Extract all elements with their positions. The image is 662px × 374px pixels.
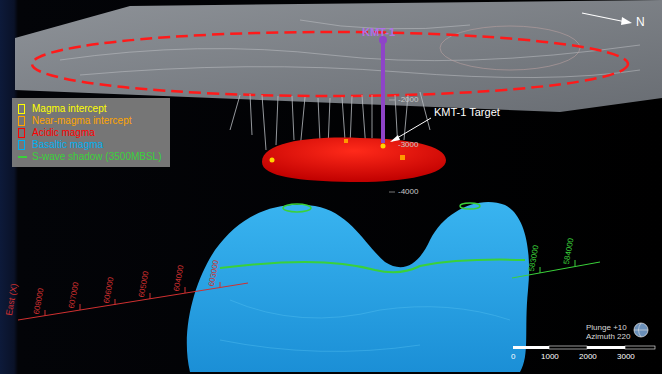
- magma-intercept: [381, 144, 386, 149]
- north-label: N: [636, 16, 645, 30]
- mesh-shading: [220, 300, 510, 351]
- axis-tick-label: 605000: [137, 270, 151, 298]
- axis-title: East (X): [4, 283, 20, 317]
- legend-text: Acidic magma: [32, 127, 95, 138]
- s-wave-shadow-line: [220, 260, 525, 273]
- axis-tick-label: 583000: [527, 244, 541, 272]
- orientation-globe: [634, 323, 648, 337]
- scale-bar: [513, 346, 655, 349]
- axis-tick-label: 607000: [67, 281, 81, 309]
- near-magma-intercept: [344, 139, 348, 143]
- depth-label: -2000: [398, 95, 418, 104]
- scale-label: 2000: [579, 352, 597, 361]
- legend-text: Near-magma intercept: [32, 115, 131, 126]
- scale-label: 1000: [541, 352, 559, 361]
- legend-text: S-wave shadow (3500MBSL): [32, 151, 162, 162]
- magma-intercept: [270, 158, 275, 163]
- north-arrow: [582, 13, 626, 22]
- axis-tick-label: 608000: [32, 287, 46, 315]
- legend-swatch: [18, 104, 25, 114]
- axis-tick-label: 604000: [172, 264, 186, 292]
- legend-swatch: [18, 116, 25, 126]
- orientation-globe: [634, 323, 648, 337]
- axis-tick-label: 606000: [102, 276, 116, 304]
- terrain-surface: [15, 0, 662, 112]
- axis-tick-label: 584000: [562, 237, 576, 265]
- basaltic-magma-body: [187, 202, 529, 372]
- legend-text: Basaltic magma: [32, 139, 103, 150]
- depth-label: -4000: [398, 187, 418, 196]
- well-name: KMT-1: [362, 26, 395, 39]
- terrain-contours: [440, 26, 580, 70]
- legend-box: Magma interceptNear-magma interceptAcidi…: [12, 98, 170, 167]
- view-azimuth: Azimuth 220: [586, 332, 630, 341]
- callout-label: KMT-1 Target: [434, 106, 500, 119]
- legend-swatch: [18, 140, 25, 150]
- depth-label: -3000: [398, 140, 418, 149]
- legend-row: Near-magma intercept: [18, 115, 162, 126]
- terrain-contours: [60, 20, 640, 78]
- near-magma-intercept: [400, 155, 405, 160]
- acidic-magma-body: [262, 138, 446, 183]
- axis-ticks: [45, 282, 220, 316]
- north-axis: [512, 262, 600, 278]
- scale-label: 0: [511, 352, 515, 361]
- north-arrowhead: [621, 17, 632, 25]
- view-plunge: Plunge +10: [586, 323, 627, 332]
- legend-row: Acidic magma: [18, 127, 162, 138]
- legend-swatch: [18, 128, 25, 138]
- s-wave-shadow-line: [460, 203, 480, 209]
- scale-label: 3000: [617, 352, 635, 361]
- legend-row: S-wave shadow (3500MBSL): [18, 151, 162, 162]
- s-wave-shadow-line: [283, 204, 311, 212]
- project-area-outline: [32, 32, 628, 96]
- legend-line-sample: [18, 156, 27, 158]
- east-axis: [18, 283, 248, 320]
- legend-text: Magma intercept: [32, 103, 106, 114]
- legend-row: Magma intercept: [18, 103, 162, 114]
- legend-row: Basaltic magma: [18, 139, 162, 150]
- kmt1-well: [381, 40, 385, 143]
